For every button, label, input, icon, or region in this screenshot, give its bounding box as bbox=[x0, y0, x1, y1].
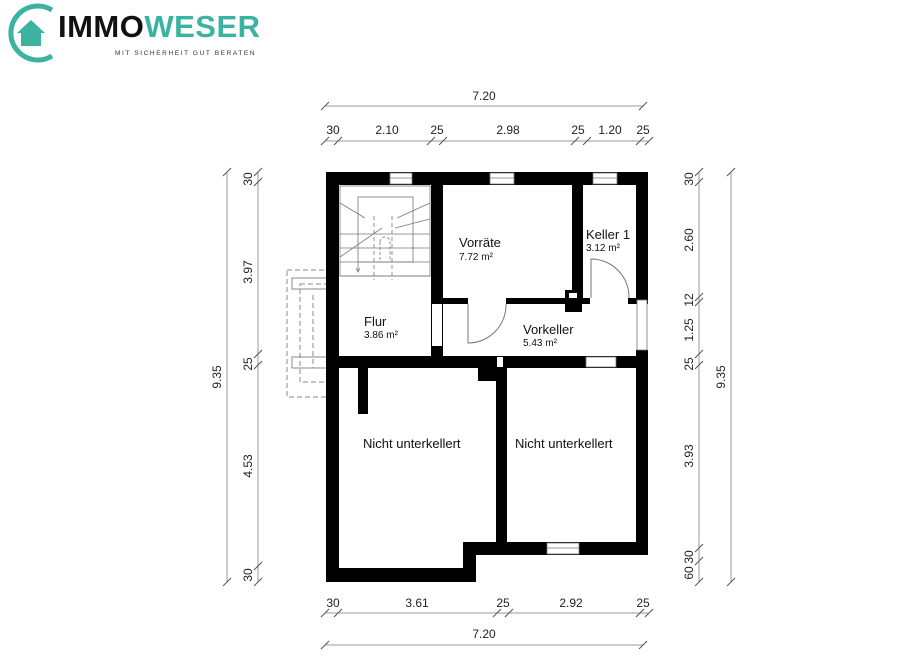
logo-wordmark: IMMOWESER bbox=[58, 11, 261, 42]
dim-left-total: 9.35 bbox=[210, 365, 224, 389]
dim-bottom-seg: 3.61 bbox=[405, 596, 429, 610]
dimension-labels: 7.20 30 2.10 25 2.98 25 1.20 25 30 3.61 … bbox=[210, 89, 728, 641]
dim-left-seg: 30 bbox=[241, 172, 255, 186]
dim-right-seg: 30 bbox=[682, 550, 696, 564]
room-labels: Vorräte 7.72 m² Keller 1 3.12 m² Flur 3.… bbox=[363, 227, 630, 451]
dim-top-seg: 2.98 bbox=[496, 123, 520, 137]
logo: IMMOWESER MIT SICHERHEIT GUT BERATEN bbox=[0, 0, 280, 70]
dim-bottom-total: 7.20 bbox=[472, 627, 496, 641]
dim-top-seg: 25 bbox=[571, 123, 585, 137]
dim-left-seg: 25 bbox=[241, 357, 255, 371]
room-name-vorraete: Vorräte bbox=[459, 235, 501, 250]
staircase bbox=[339, 185, 431, 280]
dim-bottom-seg: 30 bbox=[326, 596, 340, 610]
doors bbox=[467, 258, 630, 344]
door-openings bbox=[432, 298, 628, 367]
room-name-nicht-unterkellert-left: Nicht unterkellert bbox=[363, 436, 461, 451]
chimney-flue bbox=[569, 293, 577, 298]
room-name-vorkeller: Vorkeller bbox=[523, 322, 574, 337]
dim-top-seg: 25 bbox=[430, 123, 444, 137]
dimension-lines bbox=[226, 105, 732, 646]
logo-tagline: MIT SICHERHEIT GUT BERATEN bbox=[115, 50, 257, 57]
dim-right-seg: 30 bbox=[682, 172, 696, 186]
room-area-flur: 3.86 m² bbox=[364, 330, 399, 341]
house-in-circle-icon bbox=[8, 3, 54, 63]
dim-bottom-seg: 25 bbox=[636, 596, 650, 610]
room-name-nicht-unterkellert-right: Nicht unterkellert bbox=[515, 436, 613, 451]
exterior-stair bbox=[286, 269, 328, 398]
dim-bottom-seg: 2.92 bbox=[559, 596, 583, 610]
dim-bottom-seg: 25 bbox=[496, 596, 510, 610]
room-area-vorkeller: 5.43 m² bbox=[523, 338, 558, 349]
dim-left-seg: 3.97 bbox=[241, 260, 255, 284]
dim-right-seg: 1.25 bbox=[682, 318, 696, 342]
dim-top-seg: 2.10 bbox=[375, 123, 399, 137]
dim-top-seg: 25 bbox=[636, 123, 650, 137]
room-name-flur: Flur bbox=[364, 314, 387, 329]
logo-word-teal: WESER bbox=[144, 9, 261, 44]
dim-right-seg: 60 bbox=[682, 566, 696, 580]
room-area-keller-1: 3.12 m² bbox=[586, 243, 621, 254]
dim-right-seg: 25 bbox=[682, 357, 696, 371]
dimension-ticks bbox=[222, 101, 736, 650]
dim-top-seg: 30 bbox=[326, 123, 340, 137]
windows bbox=[389, 172, 648, 555]
dim-left-seg: 4.53 bbox=[241, 454, 255, 478]
room-area-vorraete: 7.72 m² bbox=[459, 252, 494, 263]
dim-right-seg: 2.60 bbox=[682, 228, 696, 252]
dim-right-total: 9.35 bbox=[714, 365, 728, 389]
dim-left-seg: 30 bbox=[241, 568, 255, 582]
dim-top-seg: 1.20 bbox=[598, 123, 622, 137]
dim-right-seg: 12 bbox=[682, 293, 696, 307]
dim-top-total: 7.20 bbox=[472, 89, 496, 103]
logo-word-dark: IMMO bbox=[58, 9, 145, 44]
room-name-keller-1: Keller 1 bbox=[586, 227, 630, 242]
dim-right-seg: 3.93 bbox=[682, 444, 696, 468]
